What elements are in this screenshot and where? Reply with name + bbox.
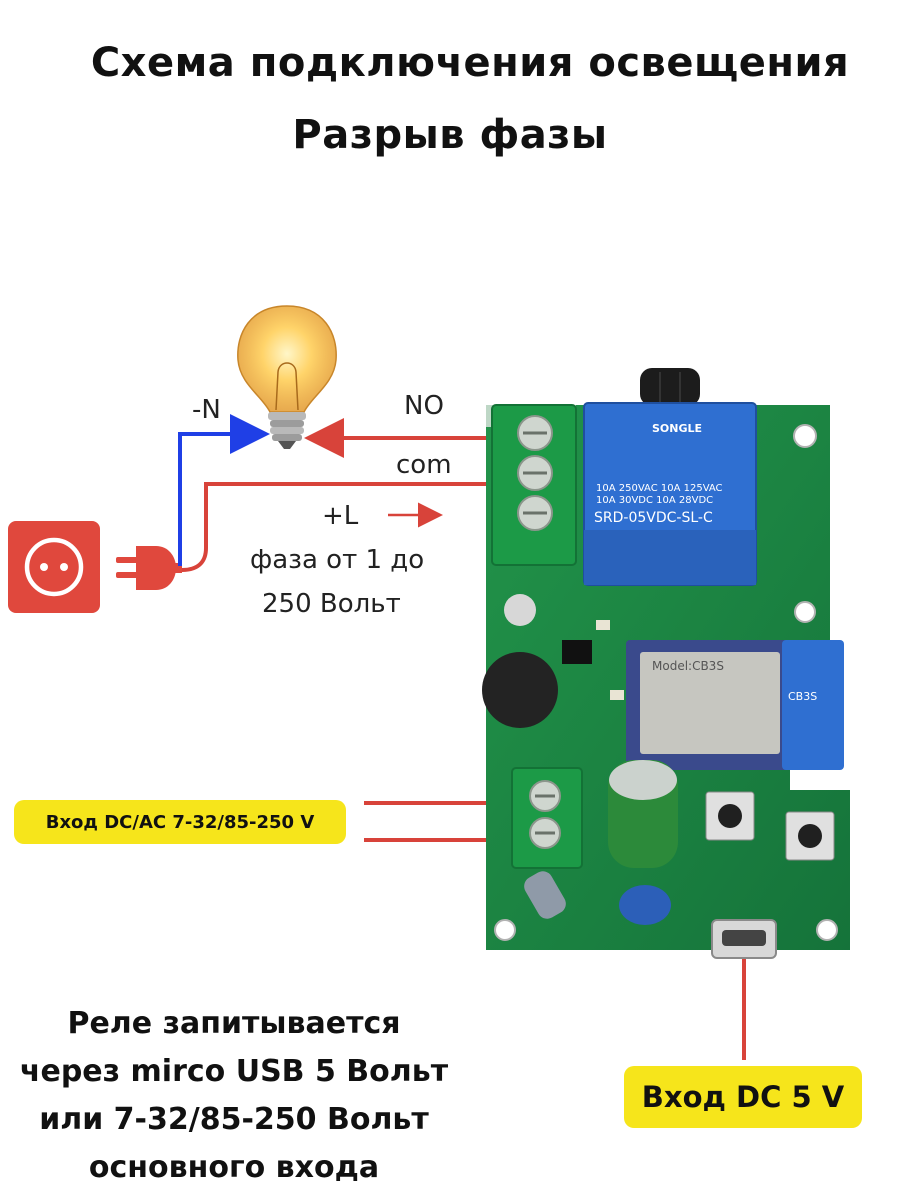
relay-rating-1: 10A 250VAC 10A 125VAC [596, 483, 723, 494]
power-note: Реле запитывается через mirco USB 5 Воль… [0, 1000, 468, 1192]
diagram-title: Схема подключения освещения [90, 40, 850, 86]
phase-wire [181, 482, 500, 572]
relay-rating-2: 10A 30VDC 10A 28VDC [596, 495, 713, 506]
note-line-2: через mirco USB 5 Вольт [19, 1054, 449, 1089]
line-label: +L [322, 501, 359, 531]
phase-label-1: фаза от 1 до [250, 545, 424, 575]
note-line-3: или 7-32/85-250 Вольт [39, 1102, 429, 1137]
usb-input-badge: Вход DC 5 V [624, 1066, 862, 1128]
relay-board [482, 368, 850, 959]
note-line-1: Реле запитывается [67, 1006, 401, 1041]
light-bulb-icon [237, 305, 337, 449]
diagram-subtitle: Разрыв фазы [292, 112, 608, 158]
main-input-badge: Вход DC/AC 7-32/85-250 V [14, 800, 346, 844]
module-antenna-label: CB3S [788, 690, 817, 703]
no-label: NO [404, 391, 444, 421]
relay-model: SRD-05VDC-SL-C [594, 510, 713, 526]
com-label: com [396, 450, 452, 480]
relay-brand: SONGLE [652, 422, 702, 435]
phase-label-2: 250 Вольт [262, 589, 401, 619]
power-plug-icon [116, 546, 182, 590]
neutral-label: -N [192, 395, 221, 425]
module-model: Model:CB3S [652, 659, 724, 673]
note-line-4: основного входа [88, 1150, 380, 1185]
wall-socket-icon [8, 521, 100, 613]
neutral-wire [178, 414, 270, 566]
